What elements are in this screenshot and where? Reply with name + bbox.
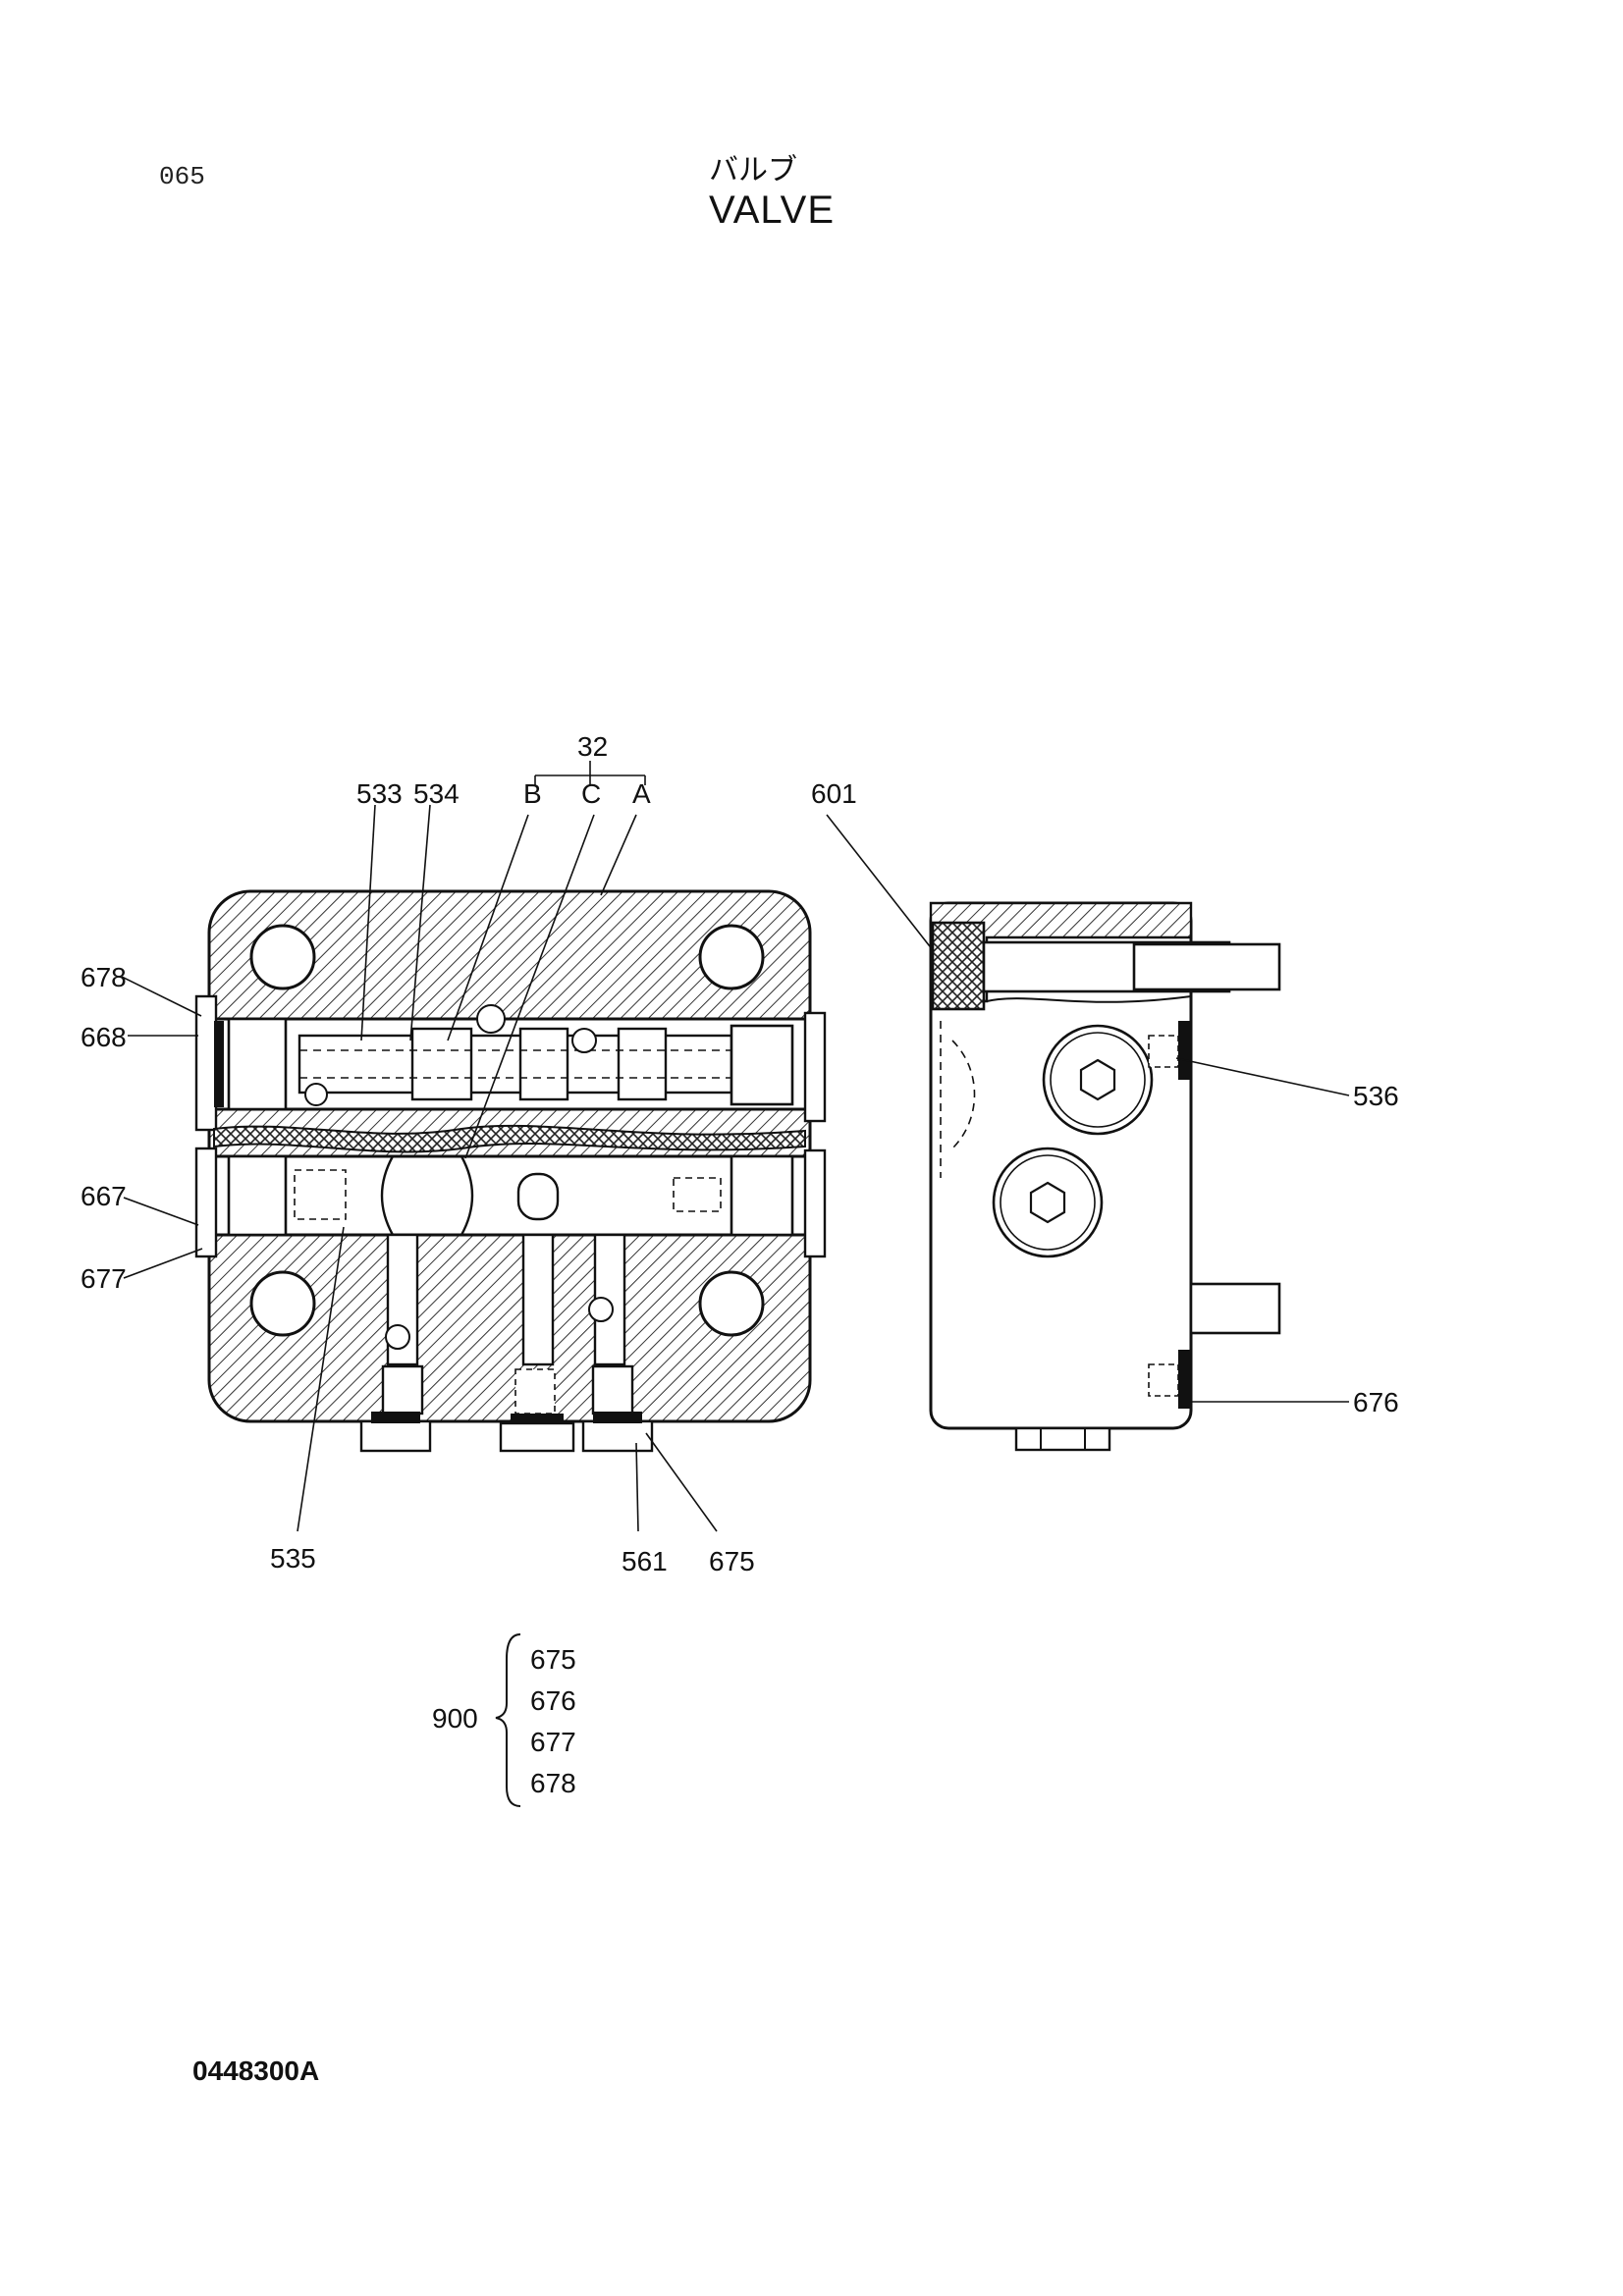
lower-right-plug (730, 1154, 794, 1237)
callout-675: 675 (709, 1546, 755, 1576)
mount-hole-top-left (249, 924, 316, 990)
port-passage-right (593, 1233, 626, 1366)
upper-left-cover (194, 994, 218, 1132)
kit-part-1: 675 (530, 1644, 576, 1675)
callout-C: C (581, 778, 601, 809)
callout-533: 533 (356, 778, 403, 809)
bolt-head-601 (931, 921, 986, 1011)
leader-lines (121, 761, 1350, 1807)
page-number: 065 (159, 162, 205, 191)
title-japanese: バルブ (709, 154, 797, 187)
mount-hole-bottom-right (698, 1270, 765, 1337)
page-title: VALVE (709, 188, 836, 232)
upper-right-cover (803, 1011, 827, 1123)
lower-left-cover (194, 1147, 218, 1258)
bottom-plug-right (581, 1419, 654, 1453)
port-passage-center (521, 1233, 555, 1366)
lower-right-cover (803, 1148, 827, 1258)
drawing-code: 0448300A (192, 2056, 320, 2086)
bottom-plug-center (499, 1421, 575, 1453)
callout-32: 32 (577, 731, 608, 762)
callout-561: 561 (622, 1546, 668, 1576)
kit-part-3: 677 (530, 1727, 576, 1757)
callout-667: 667 (81, 1181, 127, 1211)
kit-part-2: 676 (530, 1685, 576, 1716)
mount-hole-top-right (698, 924, 765, 990)
callout-668: 668 (81, 1022, 127, 1052)
callout-676: 676 (1353, 1387, 1399, 1417)
callout-labels: 32 533 534 B C A 601 678 668 667 677 536… (81, 731, 1399, 1798)
callout-B: B (523, 778, 542, 809)
callout-536: 536 (1353, 1081, 1399, 1111)
kit-number: 900 (432, 1703, 478, 1734)
hex-socket-upper (1079, 1058, 1116, 1101)
callout-678: 678 (81, 962, 127, 992)
upper-right-plug (730, 1024, 794, 1106)
hex-socket-lower (1029, 1181, 1066, 1224)
bolt-shank-lower (1189, 1282, 1281, 1335)
callout-535: 535 (270, 1543, 316, 1574)
mount-hole-bottom-left (249, 1270, 316, 1337)
front-section-view (194, 889, 827, 1453)
bottom-fitting-side (1014, 1426, 1111, 1452)
bottom-plug-left (359, 1419, 432, 1453)
callout-601: 601 (811, 778, 857, 809)
upper-left-plug (227, 1017, 288, 1111)
side-view (929, 901, 1281, 1452)
callout-677: 677 (81, 1263, 127, 1294)
callout-534: 534 (413, 778, 460, 809)
callout-A: A (632, 778, 651, 809)
kit-part-4: 678 (530, 1768, 576, 1798)
lower-left-plug (227, 1154, 288, 1237)
